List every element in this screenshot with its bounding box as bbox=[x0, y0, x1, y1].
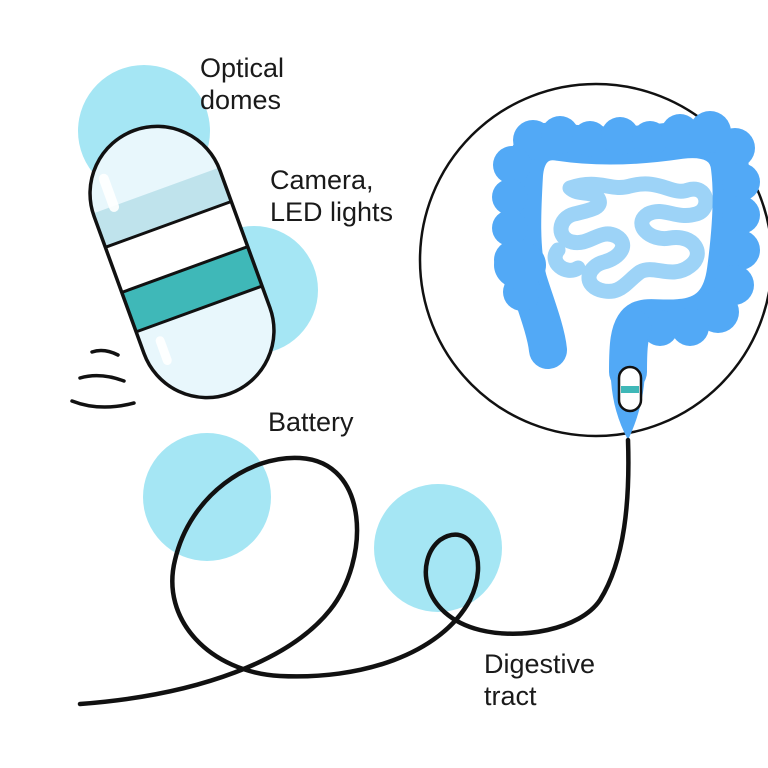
label-optical-domes-line1: Optical bbox=[200, 53, 285, 83]
motion-lines-icon bbox=[70, 348, 136, 409]
label-camera-led-line1: Camera, bbox=[270, 165, 374, 195]
label-digestive-tract-line1: Digestive bbox=[484, 649, 596, 679]
label-camera-led: Camera, LED lights bbox=[270, 164, 393, 228]
tether-cord bbox=[77, 437, 631, 707]
digestive-tract-icon bbox=[492, 111, 760, 440]
label-digestive-tract: Digestive tract bbox=[484, 648, 595, 712]
bubble-digestive-tract bbox=[374, 484, 502, 612]
label-battery: Battery bbox=[268, 406, 354, 438]
label-battery-line1: Battery bbox=[268, 407, 354, 437]
capsule-camera-icon bbox=[71, 107, 293, 417]
label-optical-domes-line2: domes bbox=[200, 85, 282, 115]
label-optical-domes: Optical domes bbox=[200, 52, 284, 116]
mini-capsule-icon bbox=[617, 365, 643, 413]
label-digestive-tract-line2: tract bbox=[484, 681, 537, 711]
small-intestine bbox=[547, 176, 714, 299]
label-camera-led-line2: LED lights bbox=[270, 197, 394, 227]
